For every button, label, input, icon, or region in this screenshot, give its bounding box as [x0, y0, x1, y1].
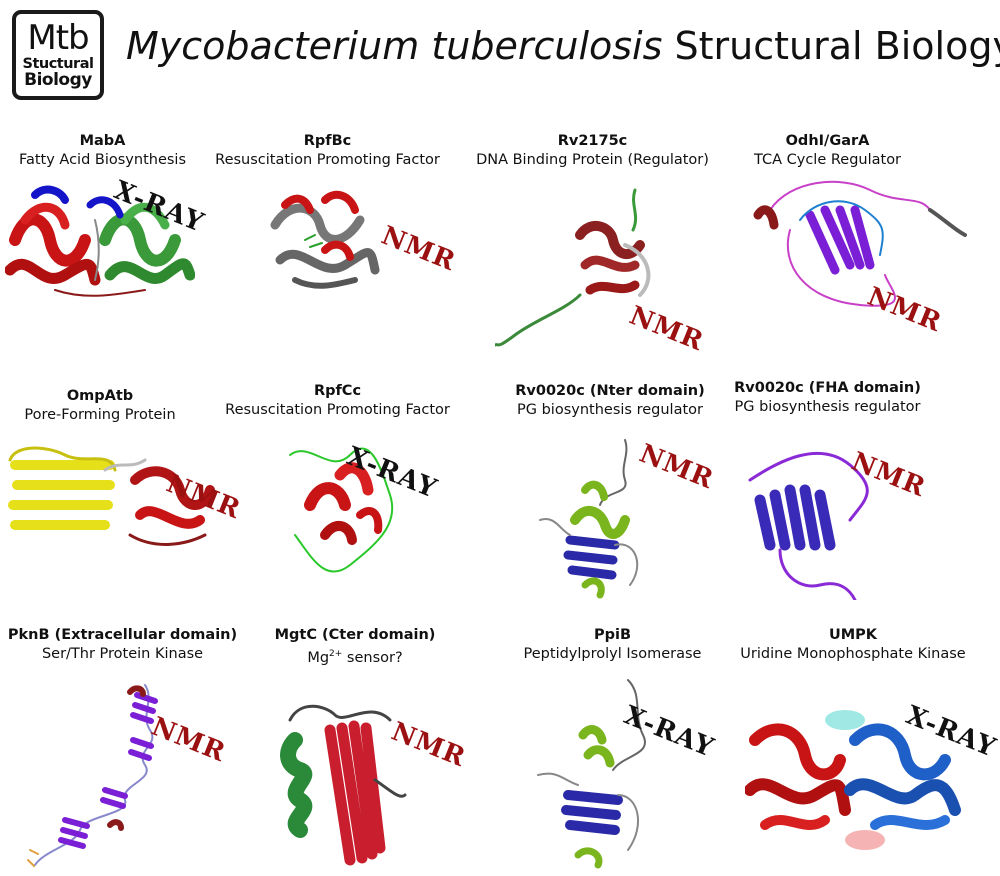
structure-mgtc [280, 690, 410, 870]
logo-line-1: Mtb [27, 18, 89, 59]
structure-rv2175c [495, 185, 695, 350]
protein-description: Pore-Forming Protein [24, 407, 176, 423]
protein-name: UMPK [828, 627, 878, 643]
structure-ppib [528, 675, 663, 870]
protein-card-rpfbc: RpfBc Resuscitation Promoting Factor [200, 132, 455, 170]
logo-line-3: Biology [24, 69, 92, 90]
page-title-rest: Structural Biology [662, 24, 1000, 68]
page-title: Mycobacterium tuberculosis Structural Bi… [126, 24, 1000, 68]
protein-name: PpiB [593, 627, 632, 643]
protein-description: Mg2+ sensor? [260, 645, 450, 668]
protein-name: OdhI/GarA [785, 133, 870, 149]
protein-card-maba: MabA Fatty Acid Biosynthesis [0, 132, 205, 170]
protein-description: Resuscitation Promoting Factor [225, 402, 450, 418]
protein-description: Ser/Thr Protein Kinase [41, 646, 204, 662]
structure-pknb [25, 680, 200, 870]
structure-umpk [745, 700, 985, 860]
protein-name: PknB (Extracellular domain) [7, 627, 238, 643]
protein-description: DNA Binding Protein (Regulator) [476, 152, 709, 168]
protein-card-mgtc: MgtC (Cter domain) Mg2+ sensor? [260, 626, 450, 668]
protein-description: PG biosynthesis regulator [734, 399, 921, 415]
protein-card-rpfcc: RpfCc Resuscitation Promoting Factor [210, 382, 465, 420]
protein-name: OmpAtb [66, 388, 134, 404]
protein-description: Peptidylprolyl Isomerase [523, 646, 702, 662]
structure-rv0020c-nter [530, 435, 660, 600]
method-stamp-nmr: NMR [377, 220, 460, 278]
desc-post: sensor? [342, 649, 403, 666]
desc-superscript: 2+ [329, 649, 343, 659]
structure-odhi [750, 180, 975, 315]
protein-description: Fatty Acid Biosynthesis [18, 152, 187, 168]
structure-rpfcc [280, 435, 410, 575]
protein-description: Resuscitation Promoting Factor [215, 152, 440, 168]
protein-card-ompatb: OmpAtb Pore-Forming Protein [0, 387, 200, 425]
protein-card-rv2175c: Rv2175c DNA Binding Protein (Regulator) [455, 132, 730, 170]
mtb-logo: Mtb Stuctural Biology [12, 10, 104, 100]
protein-name: RpfBc [303, 133, 352, 149]
protein-card-ppib: PpiB Peptidylprolyl Isomerase [500, 626, 725, 664]
protein-name: RpfCc [313, 383, 362, 399]
protein-name: MabA [79, 133, 126, 149]
protein-name: Rv0020c (FHA domain) [734, 380, 921, 396]
protein-description: PG biosynthesis regulator [517, 402, 703, 418]
protein-name: Rv2175c [557, 133, 628, 149]
protein-card-rv0020c-fha: Rv0020c (FHA domain) PG biosynthesis reg… [715, 379, 940, 417]
protein-card-pknb: PknB (Extracellular domain) Ser/Thr Prot… [0, 626, 245, 664]
structure-rpfbc [265, 185, 385, 295]
protein-description: Uridine Monophosphate Kinase [740, 646, 966, 662]
protein-name: Rv0020c (Nter domain) [515, 383, 705, 399]
protein-card-umpk: UMPK Uridine Monophosphate Kinase [728, 626, 978, 664]
protein-card-rv0020c-nter: Rv0020c (Nter domain) PG biosynthesis re… [490, 382, 730, 420]
structure-maba [5, 180, 195, 305]
desc-pre: Mg [307, 649, 330, 666]
protein-name: MgtC (Cter domain) [274, 627, 436, 643]
protein-card-odhi: OdhI/GarA TCA Cycle Regulator [725, 132, 930, 170]
protein-description: TCA Cycle Regulator [753, 152, 902, 168]
logo-line-2: Stuctural [22, 56, 94, 73]
structure-ompatb [5, 440, 230, 555]
page-title-italic: Mycobacterium tuberculosis [126, 24, 663, 68]
structure-rv0020c-fha [740, 440, 870, 600]
